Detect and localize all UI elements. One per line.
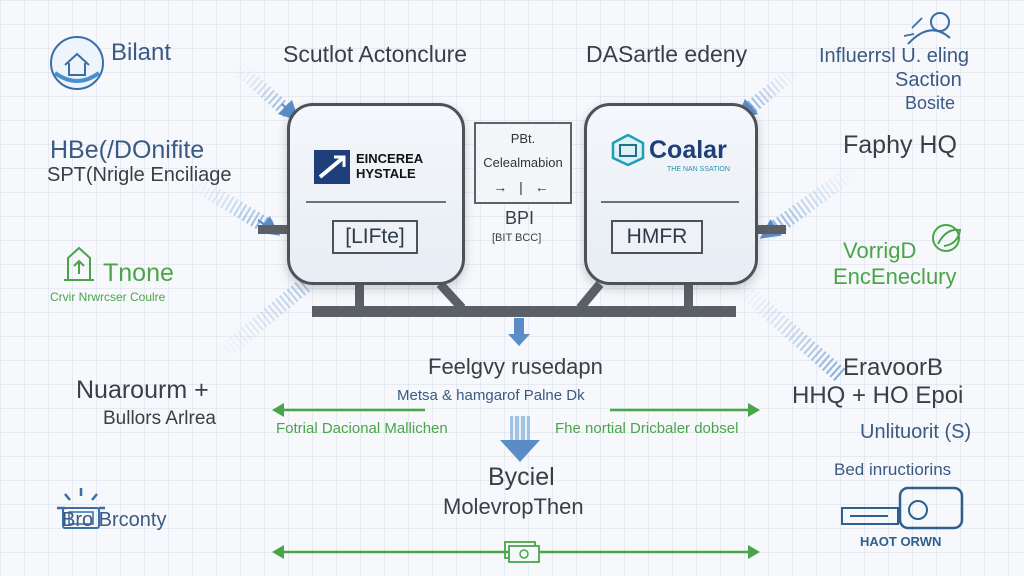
lightbulb-icon — [57, 488, 105, 529]
person-icon — [903, 12, 951, 45]
unlit-label: Unlituorit (S) — [860, 421, 972, 443]
beam-low-right — [729, 276, 846, 381]
beam-mid-left — [185, 173, 281, 236]
bottom-left-label: Bro Brconty — [62, 509, 167, 531]
beam-low-left — [209, 278, 311, 367]
logo-mark-icon — [314, 150, 350, 184]
left-panel-divider — [306, 201, 446, 203]
left-channel-label: Fotrial Dacional Mallichen — [276, 420, 448, 437]
center-box-arrows: → | ← — [493, 179, 553, 195]
leaf-icon — [932, 224, 962, 252]
right-system-panel: Coalar THE NAN SSATION HMFR — [584, 103, 758, 285]
feelgvy-label: Feelgvy rusedapn — [428, 354, 603, 379]
left-logo-line1: EINCEREA — [356, 151, 424, 166]
center-box-line2: Celealmabion — [483, 155, 563, 170]
nuar-title: Nuarourm + — [76, 376, 209, 404]
center-down-beam — [500, 416, 540, 462]
left-side-connector — [258, 225, 292, 234]
top-left-title: Scutlot Actonclure — [283, 41, 468, 67]
right-side-connector — [752, 225, 786, 234]
tnone-title: Tnone — [103, 259, 174, 287]
influ-line1: Influerrsl U. eling — [819, 45, 970, 67]
right-panel-divider — [601, 201, 739, 203]
coalar-logo-icon — [611, 134, 645, 166]
center-calibration-box: PBt. Celealmabion → | ← — [474, 122, 572, 204]
left-panel-label-box[interactable]: [LIFte] — [332, 220, 418, 254]
beam-top-right — [736, 64, 800, 120]
bilant-label: Bilant — [111, 39, 172, 66]
money-icon — [504, 541, 540, 563]
bus-icon — [841, 486, 964, 530]
haot-label: HAOT ORWN — [860, 534, 942, 549]
beam-mid-right — [759, 163, 860, 239]
bed-label: Bed inructiorins — [834, 460, 952, 479]
nuar-subtitle: Bullors Arlrea — [103, 408, 216, 429]
hbe-subtitle: SPT(Nrigle Enciliage — [47, 164, 232, 186]
hbe-title: HBe(/DOnifite — [50, 136, 205, 164]
erawoor-line1: EravoorB — [843, 354, 944, 381]
influ-line2: Saction — [895, 69, 962, 91]
right-logo-subtitle: THE NAN SSATION — [667, 166, 730, 173]
house-icon — [50, 36, 104, 90]
left-logo-line2: HYSTALE — [356, 166, 416, 181]
vorrig-line1: VorrigD — [843, 238, 917, 263]
right-logo-name: Coalar — [649, 136, 727, 164]
beam-top-left — [230, 59, 300, 122]
bpi-label: BPI — [505, 208, 535, 228]
right-channel-label: Fhe nortial Dricbaler dobsel — [555, 420, 739, 437]
top-right-title: DASartle edeny — [586, 41, 748, 67]
right-panel-label-box[interactable]: HMFR — [611, 220, 703, 254]
rail-down-arrow — [508, 318, 530, 346]
vorrig-line2: EncEneclury — [833, 264, 957, 289]
byciel-label: Byciel — [488, 463, 555, 491]
metsa-label: Metsa & hamgarof Palne Dk — [397, 387, 585, 404]
tnone-subtitle: Crvir Nrwrcser Coulre — [50, 290, 166, 304]
left-system-panel: EINCEREA HYSTALE [LIFte] — [287, 103, 465, 285]
molevro-label: MolevropThen — [443, 494, 584, 519]
tree-icon — [64, 246, 94, 281]
base-rail — [312, 280, 736, 317]
bpi-sublabel: [BIT BCC] — [492, 232, 542, 244]
green-arrow-right — [610, 403, 760, 417]
center-box-line1: PBt. — [510, 131, 536, 146]
influ-line3: Bosite — [905, 93, 956, 113]
faphy-label: Faphy HQ — [843, 131, 957, 159]
green-arrow-left — [272, 403, 425, 417]
erawoor-line2: HHQ + HO Epoi — [792, 382, 964, 409]
